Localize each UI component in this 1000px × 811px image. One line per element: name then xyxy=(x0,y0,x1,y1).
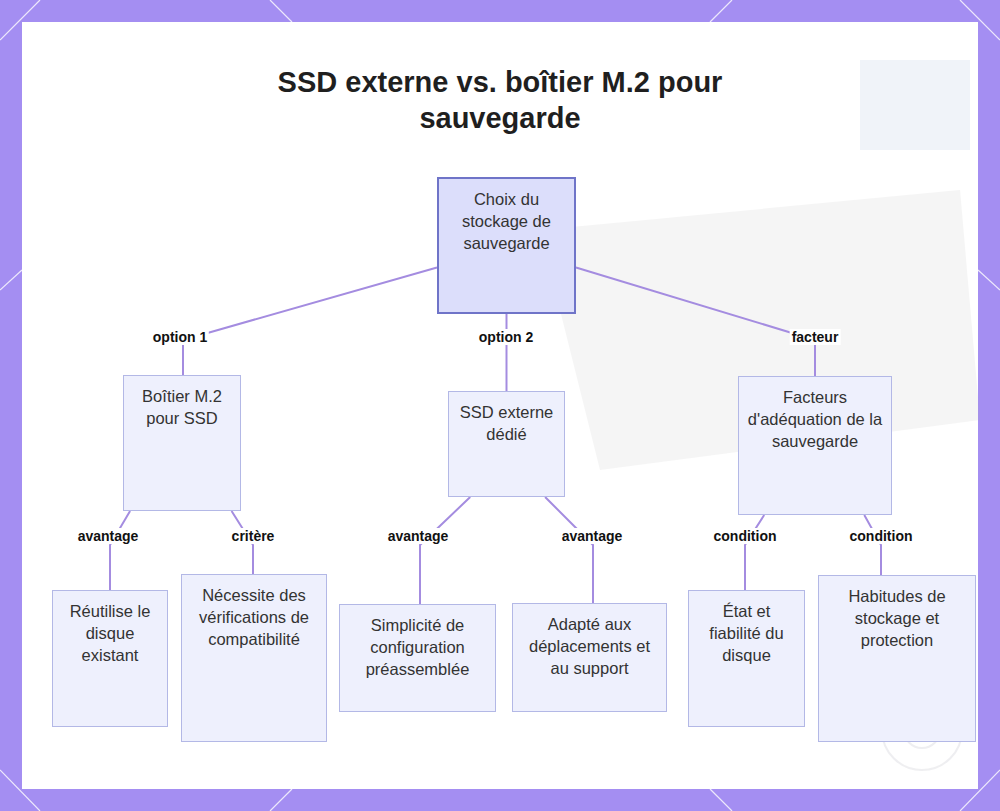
connector xyxy=(745,515,764,590)
edge-label: critère xyxy=(230,528,277,544)
edge-label: avantage xyxy=(76,528,141,544)
edge-label: avantage xyxy=(560,528,625,544)
connector xyxy=(545,497,593,603)
node-text: État et fiabilité du disque xyxy=(695,600,798,666)
topic-box: Boîtier M.2 pour SSD xyxy=(123,375,241,511)
node-text: Habitudes de stockage et protection xyxy=(825,585,969,651)
topic-box: Nécessite des vérifications de compatibi… xyxy=(181,574,327,742)
edge-label: condition xyxy=(848,528,915,544)
edge-label: facteur xyxy=(790,329,841,345)
topic-box: Adapté aux déplacements et au support xyxy=(512,603,667,712)
node-text: Réutilise le disque existant xyxy=(59,600,161,666)
topic-box: SSD externe dédié xyxy=(448,391,565,497)
node-text: Choix du stockage de sauvegarde xyxy=(445,188,568,254)
node-text: Simplicité de configuration préassemblée xyxy=(346,614,489,680)
node-text: Boîtier M.2 pour SSD xyxy=(130,385,234,429)
connector xyxy=(420,497,470,604)
topic-box: Réutilise le disque existant xyxy=(52,590,168,727)
edge-label: option 2 xyxy=(477,329,535,345)
node-text: SSD externe dédié xyxy=(455,401,558,445)
connector xyxy=(110,511,130,590)
topic-box: État et fiabilité du disque xyxy=(688,590,805,727)
diagram-title: SSD externe vs. boîtier M.2 pour sauvega… xyxy=(240,64,760,136)
edge-label: condition xyxy=(712,528,779,544)
connector xyxy=(576,267,815,376)
node-text: Nécessite des vérifications de compatibi… xyxy=(188,584,320,650)
edge-label: option 1 xyxy=(151,329,209,345)
card xyxy=(22,22,978,789)
topic-box: Simplicité de configuration préassemblée xyxy=(339,604,496,712)
topic-box: Facteurs d'adéquation de la sauvegarde xyxy=(738,376,892,515)
connector xyxy=(506,314,508,391)
node-text: Adapté aux déplacements et au support xyxy=(519,613,660,679)
connector xyxy=(183,267,437,375)
node-text: Facteurs d'adéquation de la sauvegarde xyxy=(745,386,885,452)
edge-label: avantage xyxy=(386,528,451,544)
connector xyxy=(864,515,881,575)
root-box: Choix du stockage de sauvegarde xyxy=(437,177,576,314)
topic-box: Habitudes de stockage et protection xyxy=(818,575,976,742)
